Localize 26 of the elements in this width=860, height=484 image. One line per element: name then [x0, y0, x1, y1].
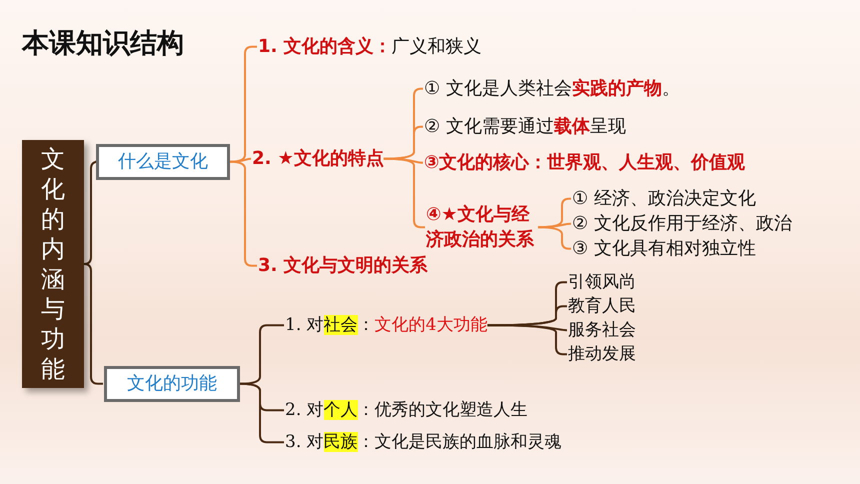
topic-text: ③文化的核心：世界观、人生观、价值观 — [424, 152, 746, 174]
topic-text: 3. 文化与文明的关系 — [258, 255, 428, 277]
brace-line — [240, 324, 284, 385]
topic-text: 服务社会 — [568, 320, 636, 340]
topic-text: 教育人民 — [568, 296, 636, 316]
topic-text: ③ 文化具有相对独立性 — [572, 238, 756, 260]
topic-text: ① 经济、政治决定文化 — [572, 188, 756, 210]
topic-box: 什么是文化 — [96, 144, 230, 180]
title-bar: 文化的内涵与功能 — [22, 140, 84, 388]
topic-box: 文化的功能 — [104, 366, 240, 402]
topic-text: ② 文化反作用于经济、政治 — [572, 213, 792, 235]
brace-line — [84, 263, 103, 385]
brace-line — [230, 160, 257, 267]
topic-text: 推动发展 — [568, 344, 636, 364]
topic-text: 2. ★文化的特点 — [252, 148, 384, 170]
title: 本课知识结构 — [22, 28, 184, 60]
brace-line — [487, 324, 567, 356]
brace-line — [230, 158, 252, 163]
topic-text: 3. 对民族：文化是民族的血脉和灵魂 — [285, 432, 562, 452]
topic-text: 引领风尚 — [568, 272, 636, 292]
topic-text: 1. 文化的含义：广义和狭义 — [258, 36, 482, 58]
topic-text: 文化的4大功能 — [374, 315, 488, 335]
topic-text: ④★文化与经济政治的关系 — [426, 202, 538, 252]
topic-text: ② 文化需要通过载体呈现 — [424, 116, 626, 138]
brace-line — [240, 382, 284, 444]
topic-text: ① 文化是人类社会实践的产物。 — [424, 78, 680, 100]
